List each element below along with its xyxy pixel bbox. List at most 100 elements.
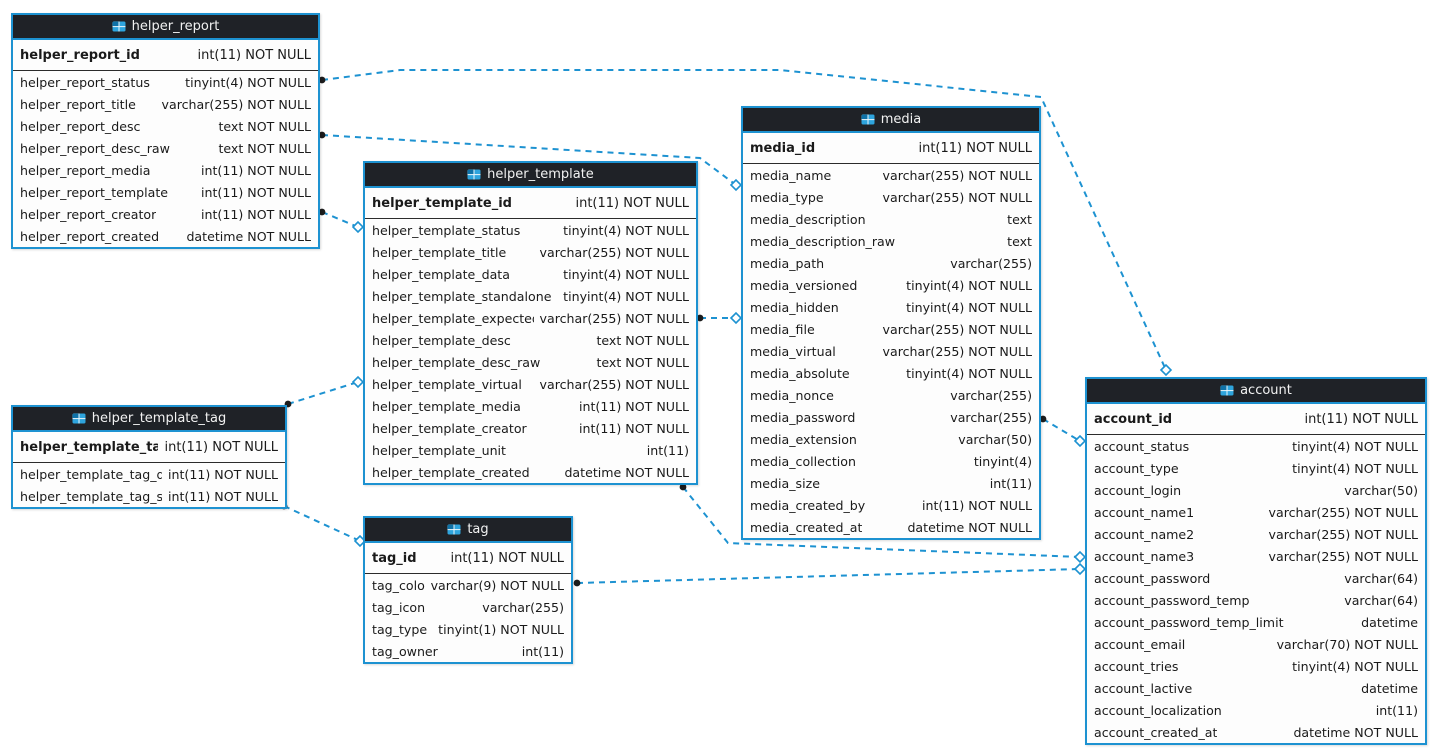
field-name: helper_template_created (372, 464, 530, 480)
table-header[interactable]: tag (365, 518, 571, 543)
table-header[interactable]: media (743, 108, 1039, 133)
field-name: media_collection (750, 453, 856, 469)
field-type: tinyint(4) (973, 453, 1032, 469)
field-type: int(11) (646, 442, 689, 458)
field-type: text NOT NULL (596, 332, 689, 348)
field-type: datetime NOT NULL (1293, 724, 1418, 740)
field-type: tinyint(4) NOT NULL (906, 299, 1032, 315)
field-type: int(11) NOT NULL (168, 488, 278, 504)
connector-diamond (1159, 363, 1173, 377)
primary-key-section: account_id int(11) NOT NULL (1087, 404, 1425, 435)
field-type: varchar(255) (482, 599, 564, 615)
field-type: tinyint(4) NOT NULL (906, 277, 1032, 293)
field-name: helper_template_tag_src (20, 488, 163, 504)
field-name: account_id (1094, 411, 1173, 427)
field-type: tinyint(4) NOT NULL (1292, 658, 1418, 674)
field-type: varchar(255) (950, 387, 1032, 403)
table-icon (467, 169, 481, 180)
field-type: datetime NOT NULL (186, 228, 311, 244)
field-type: tinyint(4) NOT NULL (563, 288, 689, 304)
field-type: tinyint(4) NOT NULL (1292, 438, 1418, 454)
table-account[interactable]: account account_id int(11) NOT NULL accou… (1085, 377, 1427, 745)
connector-dot (573, 579, 581, 587)
connector-diamond (1073, 550, 1087, 564)
table-header[interactable]: account (1087, 379, 1425, 404)
field-name: helper_report_creator (20, 206, 157, 222)
table-icon (447, 524, 461, 535)
field-type: varchar(255) NOT NULL (882, 189, 1032, 205)
relationship-line (682, 486, 1081, 558)
field-name: helper_template_standalone (372, 288, 552, 304)
table-icon (112, 21, 126, 32)
field-type: varchar(255) NOT NULL (539, 310, 689, 326)
table-header[interactable]: helper_template_tag (13, 407, 285, 432)
table-helper_template_tag[interactable]: helper_template_tag helper_template_tag_… (11, 405, 287, 509)
field-row: helper_template_expected varchar(255) NOT… (365, 307, 696, 329)
connector-diamond (1073, 434, 1087, 448)
field-type: int(11) (989, 475, 1032, 491)
field-type: datetime NOT NULL (907, 519, 1032, 535)
field-type: varchar(255) NOT NULL (161, 96, 311, 112)
field-name: helper_template_id (372, 195, 512, 211)
field-name: helper_template_tag_id (20, 439, 159, 455)
table-title: helper_report (131, 19, 220, 34)
field-type: int(11) NOT NULL (168, 466, 278, 482)
field-type: tinyint(4) NOT NULL (906, 365, 1032, 381)
table-title: media (880, 112, 922, 127)
field-type: varchar(9) NOT NULL (430, 577, 564, 593)
field-type: int(11) NOT NULL (918, 140, 1032, 156)
field-type: varchar(50) (1344, 482, 1418, 498)
field-type: datetime (1361, 680, 1418, 696)
field-name: helper_template_expected (372, 310, 534, 326)
connector-dot (696, 314, 704, 322)
table-title: helper_template_tag (91, 411, 227, 426)
field-type: text NOT NULL (596, 354, 689, 370)
field-name: media_file (750, 321, 815, 337)
connector-dot (318, 131, 326, 139)
field-type: text (1007, 211, 1032, 227)
table-header[interactable]: helper_report (13, 15, 318, 40)
relationship-line (283, 505, 361, 542)
field-name: account_localization (1094, 702, 1222, 718)
field-type: int(11) NOT NULL (1304, 411, 1418, 427)
table-header[interactable]: helper_template (365, 163, 696, 188)
connector-diamond (351, 220, 365, 234)
field-name: helper_template_virtual (372, 376, 522, 392)
field-type: varchar(255) NOT NULL (1268, 504, 1418, 520)
connector-dot (1039, 415, 1047, 423)
field-row: media_collection tinyint(4) (743, 450, 1039, 472)
